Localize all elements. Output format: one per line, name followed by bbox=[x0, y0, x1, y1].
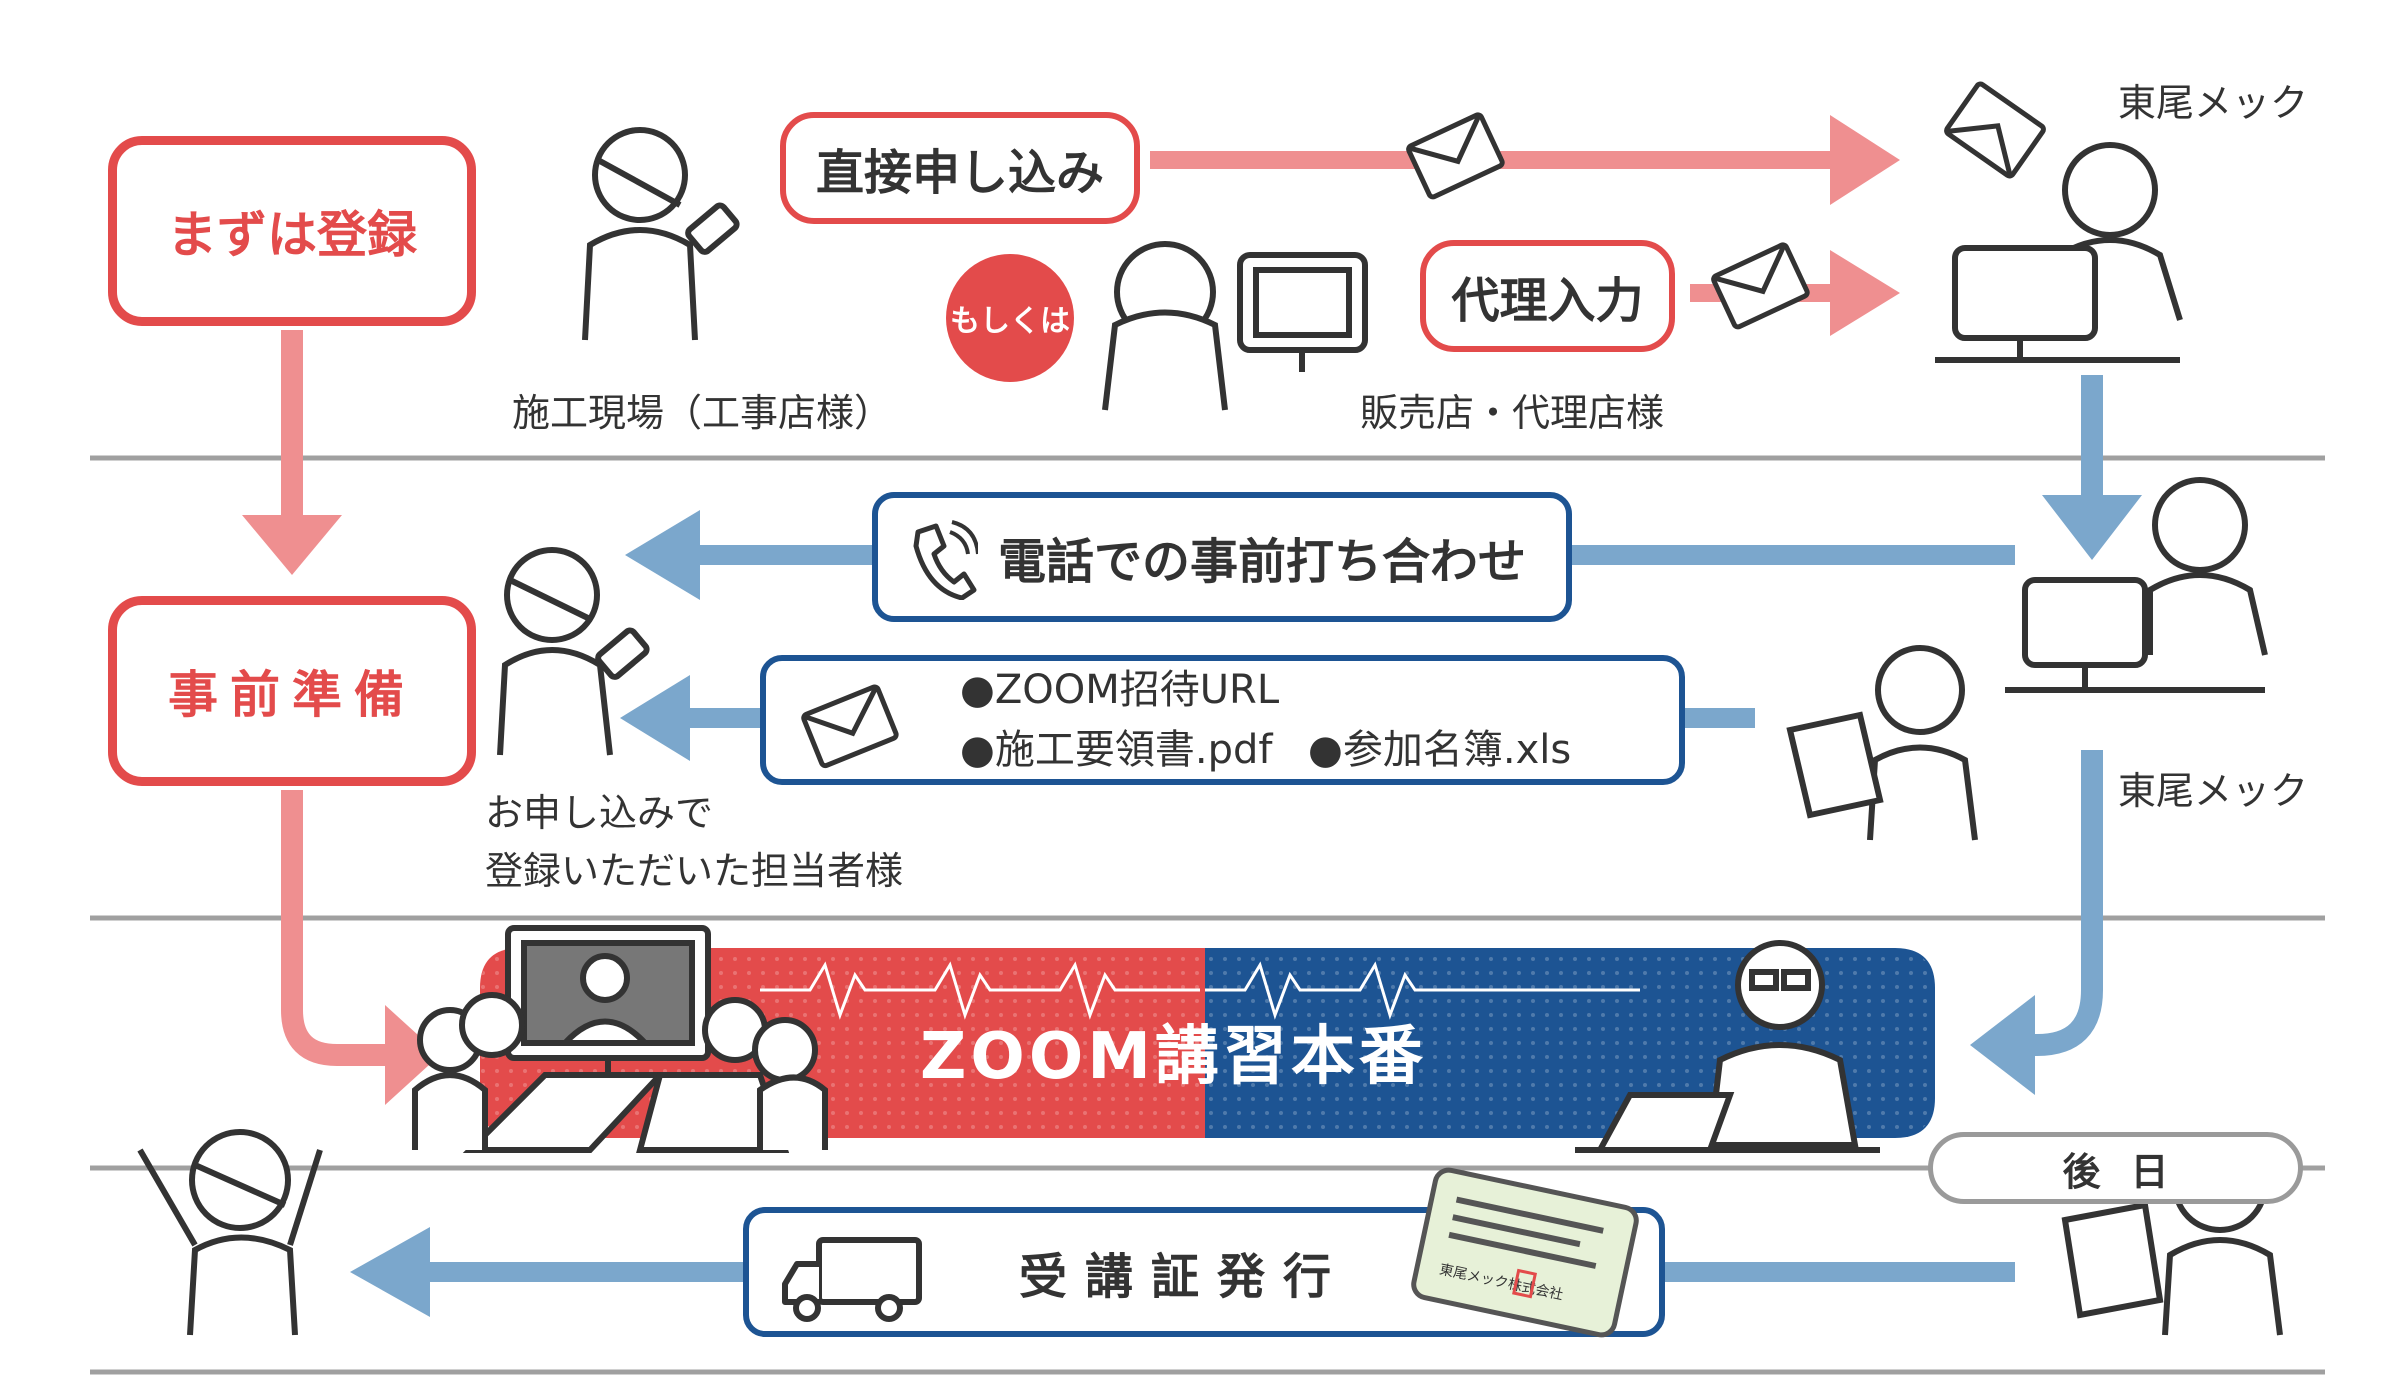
zoom-banner-title: ZOOM講習本番 bbox=[920, 1020, 1427, 1094]
envelope-icon-mail bbox=[801, 684, 899, 769]
arrow-head-right-pink bbox=[385, 1005, 440, 1105]
worker-phone bbox=[685, 202, 740, 255]
staff-mid-body bbox=[2147, 572, 2268, 656]
recipient-worker bbox=[497, 547, 650, 756]
arrow-direct-head bbox=[1830, 115, 1900, 205]
attendee-body-4 bbox=[757, 1074, 828, 1150]
staff-with-box bbox=[1786, 645, 1978, 841]
recipient-label-line2: 登録いただいた担当者様 bbox=[485, 849, 904, 893]
arrow-company-down-head bbox=[2042, 495, 2142, 560]
envelope-icon-top bbox=[1406, 112, 1505, 200]
dealer-monitor-screen bbox=[1253, 267, 1352, 338]
heartbeat-line-left bbox=[760, 961, 1200, 1020]
arrow-company-to-zoom bbox=[2030, 750, 2103, 1056]
heartbeat-line-right bbox=[1205, 961, 1640, 1020]
arrow-proxy-head bbox=[1830, 250, 1900, 336]
worker-head bbox=[592, 127, 688, 223]
box-package bbox=[1786, 711, 1884, 819]
recipient-helmet-band bbox=[508, 577, 594, 623]
site-worker-illustration bbox=[582, 127, 740, 341]
banner-dot-texture bbox=[480, 948, 1935, 1138]
mail-item-xls: ●参加名簿.xls bbox=[1308, 727, 1572, 773]
celebrate-body bbox=[187, 1234, 298, 1336]
envelope-icon-proxy bbox=[1711, 242, 1810, 330]
staff-top-head bbox=[2062, 142, 2158, 238]
staff-mid-monitor bbox=[2022, 577, 2148, 668]
company-staff-mid bbox=[2005, 477, 2268, 693]
direct-apply-label: 直接申し込み bbox=[815, 145, 1104, 201]
dealer-body bbox=[1102, 309, 1228, 411]
arrow-phone-head bbox=[625, 510, 700, 600]
certificate-label: 受講証発行 bbox=[1018, 1249, 1349, 1305]
celebrate-head bbox=[189, 1129, 291, 1231]
site-label: 施工現場（工事店様） bbox=[512, 391, 893, 435]
company-staff-top bbox=[1935, 142, 2183, 363]
truck-icon bbox=[782, 1237, 922, 1322]
mail-item-url: ●ZOOM招待URL bbox=[960, 667, 1280, 713]
attendee-head-4 bbox=[752, 1017, 818, 1083]
envelope-icon bbox=[1406, 81, 2046, 330]
worker-helmet-band bbox=[596, 157, 682, 208]
prepare-step-box: 事前準備 bbox=[108, 596, 476, 786]
tv-person-head bbox=[580, 953, 630, 1003]
phone-meeting-box: 電話での事前打ち合わせ bbox=[872, 492, 1572, 622]
dealer-label: 販売店・代理店様 bbox=[1360, 391, 1665, 435]
recipient-body bbox=[497, 647, 613, 756]
staff-mid-head bbox=[2152, 477, 2248, 573]
worker-body bbox=[582, 227, 698, 341]
later-label: 後日 bbox=[2062, 1149, 2199, 1194]
proxy-input-label: 代理入力 bbox=[1451, 273, 1644, 329]
arrow-prepare-to-zoom bbox=[281, 790, 390, 1066]
card-company-text: 東尾メック株式会社 bbox=[1437, 1261, 1565, 1304]
attendee-body-1 bbox=[412, 1072, 488, 1150]
row4-package bbox=[2061, 1201, 2164, 1319]
later-pill: 後日 bbox=[1928, 1132, 2303, 1204]
attendee-head-2 bbox=[459, 992, 525, 1058]
arrow-cert-head bbox=[350, 1227, 430, 1317]
mail-box bbox=[760, 655, 1685, 785]
row-separators bbox=[90, 455, 2325, 1375]
tv-person-body bbox=[558, 1018, 652, 1046]
arrow-mail-head bbox=[620, 675, 690, 761]
card-line-1 bbox=[1455, 1196, 1604, 1234]
table-right bbox=[636, 1072, 790, 1153]
register-step-label: まずは登録 bbox=[167, 206, 417, 264]
mail-item-pdf: ●施工要領書.pdf bbox=[960, 727, 1273, 773]
arrow-company-to-zoom-head bbox=[1970, 995, 2035, 1095]
register-step-box: まずは登録 bbox=[108, 136, 476, 326]
company-label-top: 東尾メック bbox=[2118, 81, 2309, 125]
envelope-icon-company bbox=[1944, 81, 2046, 179]
or-badge-label: もしくは bbox=[950, 304, 1070, 339]
box-staff-body bbox=[1867, 744, 1978, 841]
pink-flow-arrows bbox=[281, 330, 390, 1066]
celebrate-right-arm bbox=[287, 1149, 323, 1246]
celebrate-left-arm bbox=[137, 1148, 198, 1247]
meeting-room-illustration bbox=[412, 925, 828, 1153]
card-line-3 bbox=[1448, 1231, 1597, 1269]
lecturer-body bbox=[1706, 1042, 1859, 1148]
box-staff-head bbox=[1875, 645, 1965, 735]
row4-staff-body bbox=[2162, 1237, 2283, 1336]
celebrate-helmet-band bbox=[193, 1162, 287, 1208]
recipient-head bbox=[504, 547, 600, 643]
or-badge: もしくは bbox=[946, 254, 1074, 382]
staff-top-monitor bbox=[1952, 245, 2098, 341]
phone-meeting-label: 電話での事前打ち合わせ bbox=[998, 534, 1527, 590]
lecturer-glasses-left bbox=[1749, 969, 1779, 991]
lecturer-glasses-right bbox=[1781, 969, 1811, 991]
recipient-phone bbox=[595, 627, 650, 680]
recipient-label-line1: お申し込みで bbox=[485, 791, 714, 835]
arrow-head-down-pink bbox=[242, 515, 342, 575]
lecturer-head bbox=[1735, 940, 1825, 1030]
celebrating-worker bbox=[137, 1129, 323, 1336]
phone-icon bbox=[913, 520, 978, 600]
dealer-illustration bbox=[1102, 241, 1368, 411]
direct-apply-bubble: 直接申し込み bbox=[780, 112, 1140, 224]
prepare-step-label: 事前準備 bbox=[168, 666, 416, 724]
company-label-mid: 東尾メック bbox=[2118, 769, 2309, 813]
proxy-input-bubble: 代理入力 bbox=[1420, 240, 1675, 352]
lecturer-illustration bbox=[1575, 940, 1880, 1153]
